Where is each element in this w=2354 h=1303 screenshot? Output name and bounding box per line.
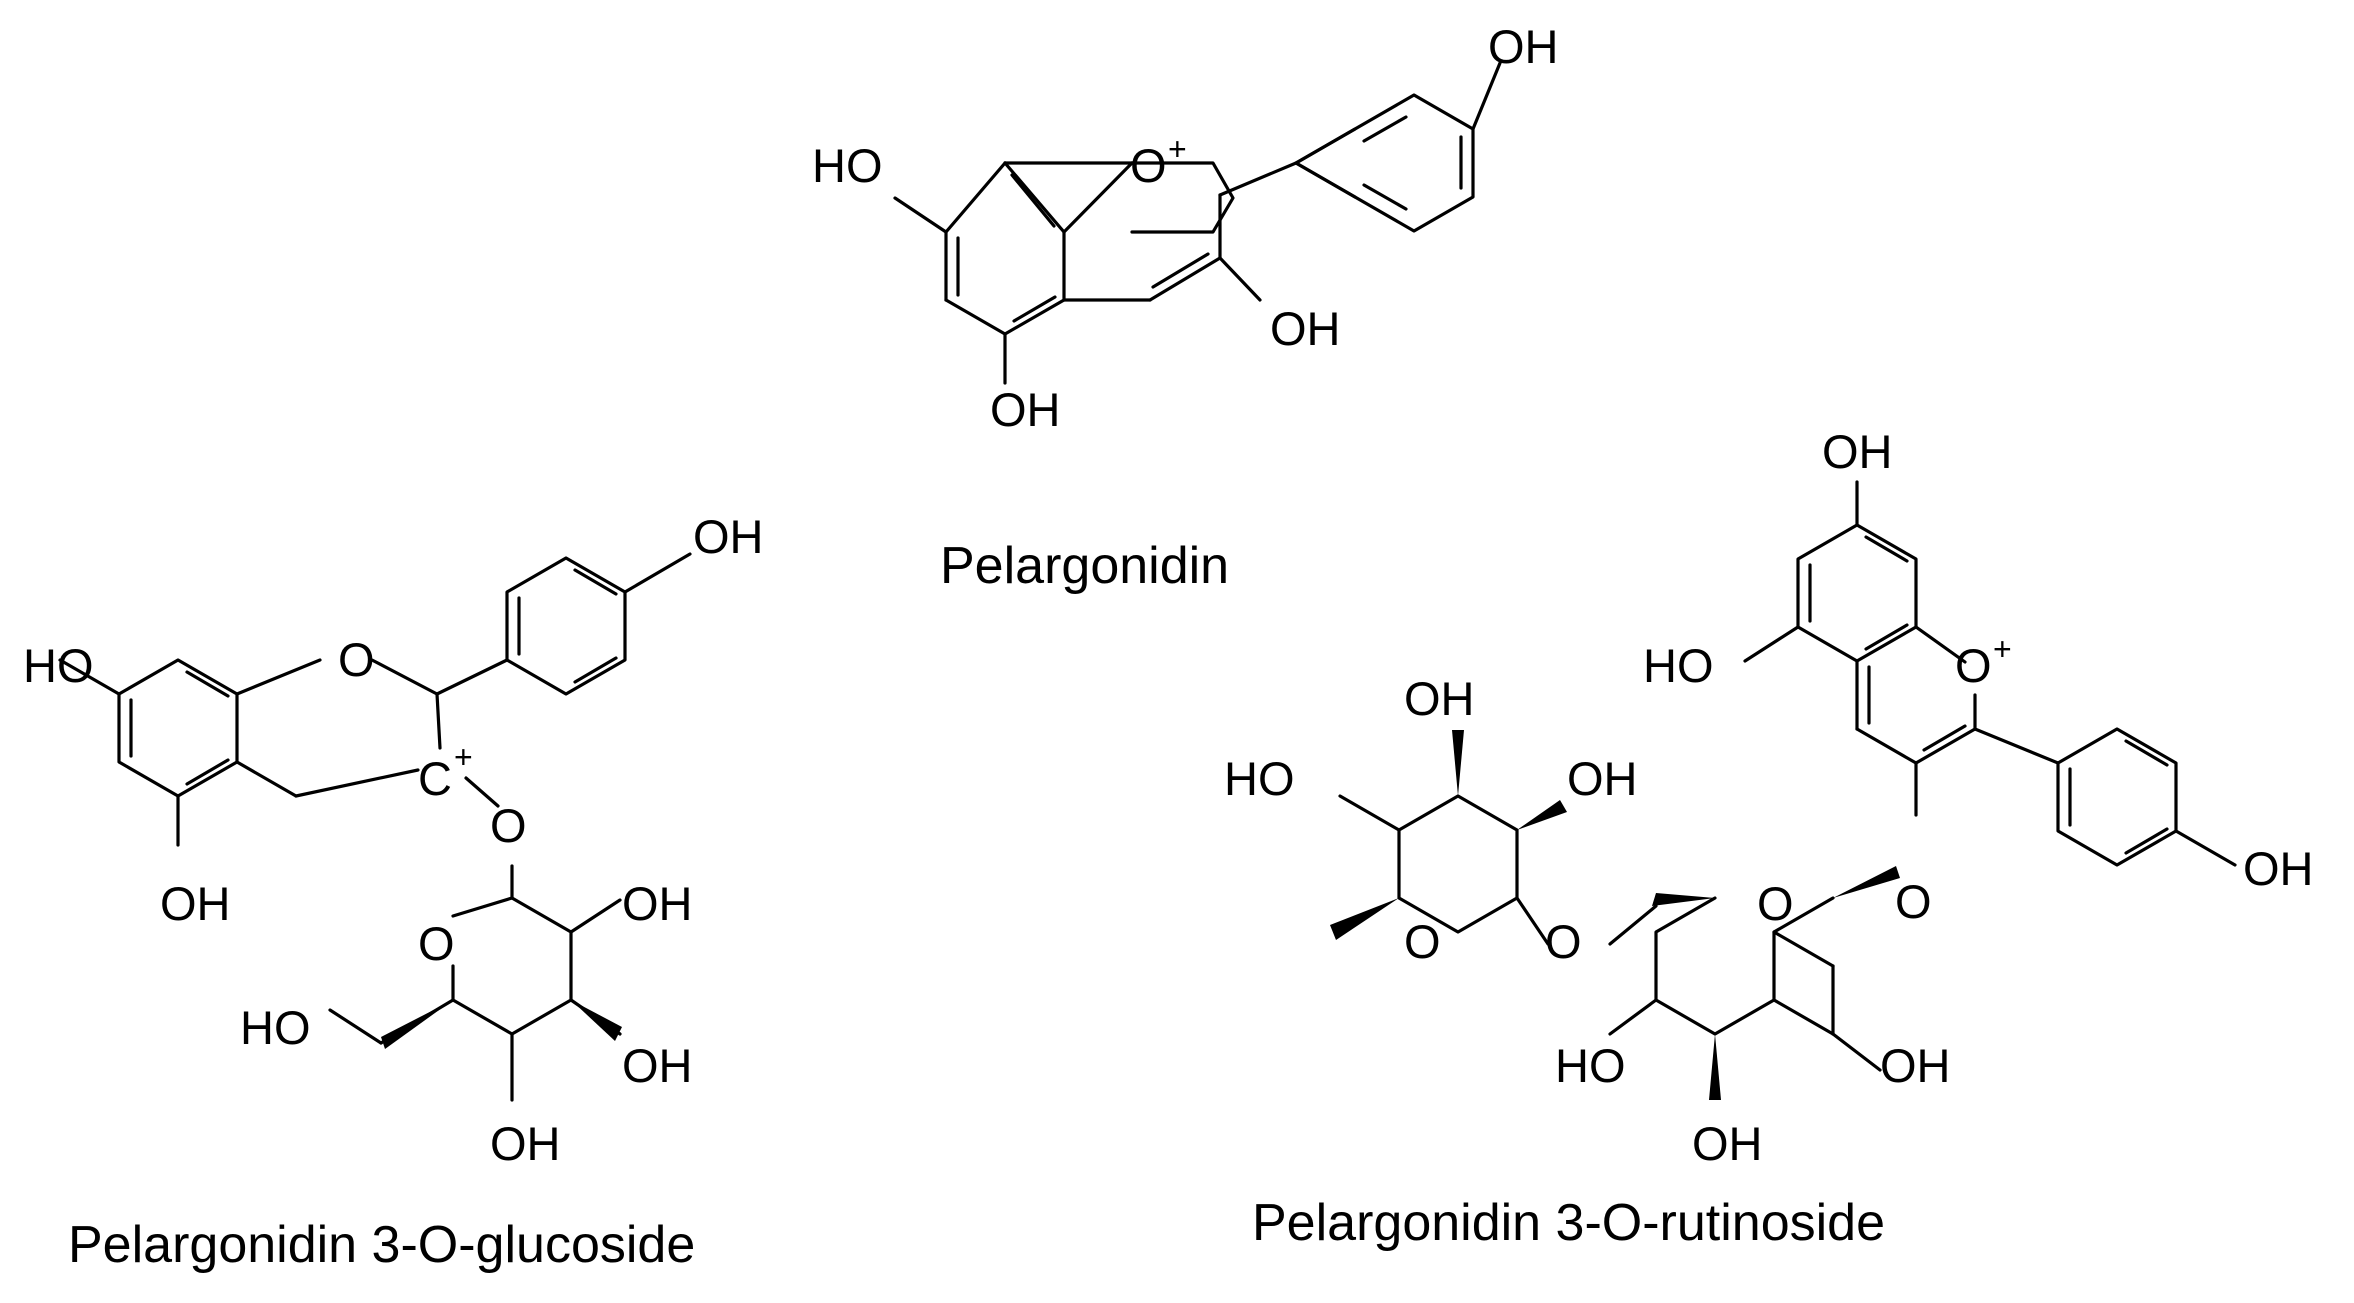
oh-label: OH [990, 383, 1061, 436]
oxygen-label: O [338, 633, 375, 686]
oh-label: OH [490, 1117, 561, 1170]
molecule-caption: Pelargonidin [940, 537, 1229, 595]
ho-label: HO [1224, 752, 1295, 805]
oh-label: OH [160, 877, 231, 930]
oh-label: OH [1404, 672, 1475, 725]
oh-label: OH [1488, 20, 1559, 73]
oxygen-label: O [1955, 639, 1992, 692]
ho-label: HO [23, 639, 94, 692]
molecule-pelargonidin-glucoside: OH HO O C + O OH O OH HO OH OH Pelargoni… [23, 510, 764, 1274]
oxygen-label: O [1545, 915, 1582, 968]
charge-label: + [454, 739, 473, 775]
ho-label: HO [1643, 639, 1714, 692]
carbon-label: C [418, 752, 452, 805]
oxygen-label: O [490, 799, 527, 852]
oh-label: OH [1270, 302, 1341, 355]
charge-label: + [1993, 631, 2012, 667]
oh-label: OH [1692, 1117, 1763, 1170]
oh-label: OH [1567, 752, 1638, 805]
molecule-pelargonidin-rutinoside: OH HO O + OH OH HO OH O O O O OH HO OH O… [1224, 425, 2314, 1252]
charge-label: + [1168, 131, 1187, 167]
oxygen-label: O [1757, 877, 1794, 930]
molecule-pelargonidin: OH HO O + OH OH Pelargonidin [812, 20, 1559, 595]
oxygen-label: O [1130, 139, 1167, 192]
oh-label: OH [622, 877, 693, 930]
oh-label: OH [1822, 425, 1893, 478]
ho-label: HO [240, 1001, 311, 1054]
molecule-caption: Pelargonidin 3-O-rutinoside [1252, 1194, 1885, 1252]
oh-label: OH [693, 510, 764, 563]
ho-label: HO [812, 139, 883, 192]
oh-label: OH [2243, 842, 2314, 895]
oxygen-label: O [1895, 875, 1932, 928]
oh-label: OH [1880, 1039, 1951, 1092]
oxygen-label: O [1404, 915, 1441, 968]
molecule-caption: Pelargonidin 3-O-glucoside [68, 1216, 695, 1274]
oh-label: OH [622, 1039, 693, 1092]
oxygen-label: O [418, 917, 455, 970]
ho-label: HO [1555, 1039, 1626, 1092]
